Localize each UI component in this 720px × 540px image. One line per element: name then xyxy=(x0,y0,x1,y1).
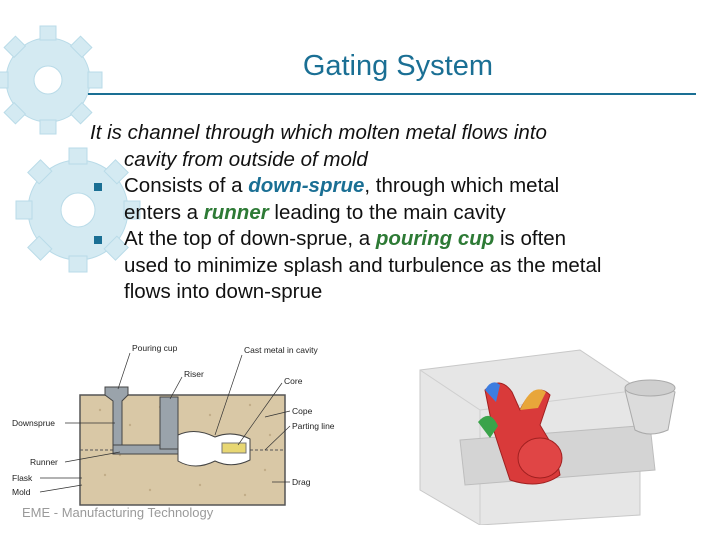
pouring-cup-and-sprue xyxy=(104,386,129,451)
bullet-continuation: used to minimize splash and turbulence a… xyxy=(90,253,700,280)
label-mold: Mold xyxy=(12,487,31,497)
paragraph-line: It is channel through which molten metal… xyxy=(90,120,700,147)
slide-title: Gating System xyxy=(302,50,493,82)
footer-text: EME - Manufacturing Technology xyxy=(22,505,214,520)
bullet-continuation: flows into down-sprue xyxy=(90,279,700,306)
label-runner: Runner xyxy=(30,457,58,467)
label-riser: Riser xyxy=(184,369,204,379)
paragraph-text: cavity from outside of mold xyxy=(124,147,368,171)
bullet-square-icon xyxy=(94,183,102,191)
bullet-text: , through which metal xyxy=(364,174,560,197)
label-flask: Flask xyxy=(12,473,33,483)
label-downsprue: Downsprue xyxy=(12,418,55,428)
label-cast-metal: Cast metal in cavity xyxy=(244,345,318,355)
paragraph-text: It is channel through which molten metal… xyxy=(90,121,547,144)
keyword-pouring-cup: pouring cup xyxy=(375,227,495,250)
bullet-text: flows into down-sprue xyxy=(124,280,323,303)
riser xyxy=(159,396,179,450)
bullet-item: At the top of down-sprue, a pouring cup … xyxy=(90,226,700,253)
bullet-square-icon xyxy=(94,236,102,244)
label-cope: Cope xyxy=(292,406,313,416)
label-core: Core xyxy=(284,376,303,386)
keyword-down-sprue: down-sprue xyxy=(248,174,365,197)
bullet-text: At the top of down-sprue, a xyxy=(124,227,376,250)
bullet-continuation: enters a runner leading to the main cavi… xyxy=(90,200,700,227)
gear-icon xyxy=(15,147,141,273)
label-drag: Drag xyxy=(292,477,311,487)
gear-icon xyxy=(0,25,103,135)
bullet-text: is often xyxy=(494,227,567,250)
core xyxy=(221,442,247,454)
sand-mold-diagram: Pouring cup Cast metal in cavity Riser C… xyxy=(12,343,335,506)
mold-cavity xyxy=(177,431,251,467)
title-divider xyxy=(88,93,696,95)
paragraph-line: cavity from outside of mold xyxy=(90,147,700,174)
bullet-text: enters a xyxy=(124,200,204,224)
bullet-text: leading to the main cavity xyxy=(268,200,506,224)
bullet-text: used to minimize splash and turbulence a… xyxy=(124,253,602,277)
bullet-text: Consists of a xyxy=(124,174,249,197)
body-text: It is channel through which molten metal… xyxy=(90,120,700,306)
keyword-runner: runner xyxy=(203,200,269,224)
label-pouring-cup: Pouring cup xyxy=(132,343,178,353)
label-parting-line: Parting line xyxy=(292,421,335,431)
bullet-item: Consists of a down-sprue, through which … xyxy=(90,173,700,200)
gears-decoration-icon xyxy=(0,25,141,273)
mold-3d-render xyxy=(400,330,690,525)
